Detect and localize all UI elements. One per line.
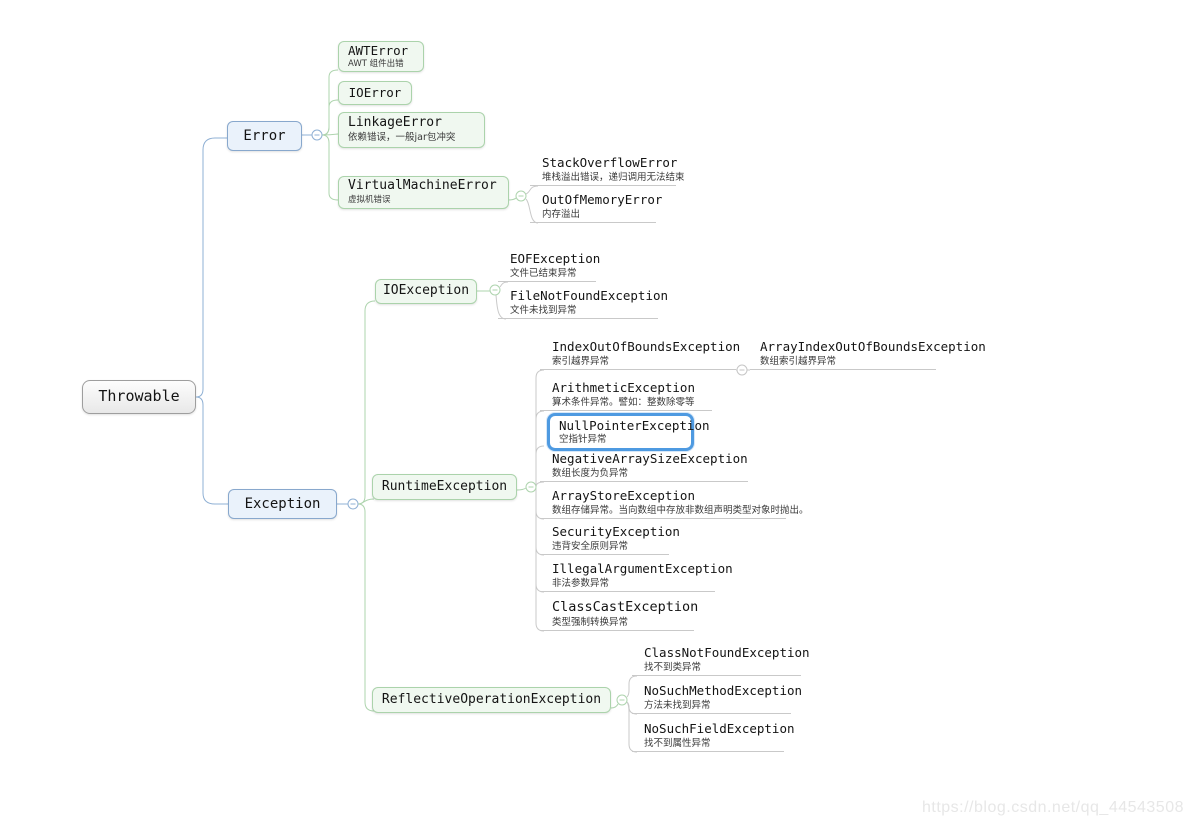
node-error-label: Error bbox=[243, 127, 286, 144]
node-exception-label: Exception bbox=[244, 495, 321, 512]
node-virtualmachineerror-label: VirtualMachineError bbox=[348, 178, 497, 194]
node-ioerror[interactable]: IOError bbox=[338, 81, 412, 105]
collapse-toggle-virtualmachineerror[interactable] bbox=[515, 190, 527, 202]
node-throwable[interactable]: Throwable bbox=[82, 380, 196, 414]
node-outofmemoryerror[interactable]: OutOfMemoryError 内存溢出 bbox=[530, 192, 663, 223]
node-filenotfoundexception-desc: 文件未找到异常 bbox=[510, 304, 577, 316]
node-classnotfoundexception-label: ClassNotFoundException bbox=[644, 645, 810, 661]
node-error[interactable]: Error bbox=[227, 121, 302, 151]
node-arrayindexoutofboundsexception[interactable]: ArrayIndexOutOfBoundsException 数组索引越界异常 bbox=[750, 339, 986, 370]
node-filenotfoundexception[interactable]: FileNotFoundException 文件未找到异常 bbox=[498, 288, 669, 319]
node-nosuchmethodexception-desc: 方法未找到异常 bbox=[644, 699, 711, 711]
node-awterror-desc: AWT 组件出错 bbox=[348, 59, 404, 70]
node-arrayindexoutofboundsexception-label: ArrayIndexOutOfBoundsException bbox=[760, 339, 986, 355]
node-linkageerror-desc: 依赖错误，一般jar包冲突 bbox=[348, 132, 456, 144]
node-arithmeticexception-label: ArithmeticException bbox=[552, 380, 695, 396]
node-runtimeexception[interactable]: RuntimeException bbox=[372, 474, 517, 500]
node-nosuchfieldexception[interactable]: NoSuchFieldException 找不到属性异常 bbox=[632, 721, 795, 752]
node-eofexception-label: EOFException bbox=[510, 251, 601, 267]
node-ioerror-label: IOError bbox=[348, 84, 402, 100]
node-nullpointerexception-label: NullPointerException bbox=[559, 417, 710, 433]
node-linkageerror-label: LinkageError bbox=[348, 115, 442, 131]
node-negativearraysizeexception-label: NegativeArraySizeException bbox=[552, 451, 748, 467]
node-nosuchfieldexception-label: NoSuchFieldException bbox=[644, 721, 795, 737]
node-linkageerror[interactable]: LinkageError 依赖错误，一般jar包冲突 bbox=[338, 112, 485, 148]
node-illegalargumentexception[interactable]: IllegalArgumentException 非法参数异常 bbox=[540, 561, 733, 592]
node-indexoutofboundsexception-label: IndexOutOfBoundsException bbox=[552, 339, 741, 355]
node-filenotfoundexception-label: FileNotFoundException bbox=[510, 288, 669, 304]
collapse-toggle-reflectiveoperationexception[interactable] bbox=[616, 694, 628, 706]
node-arrayindexoutofboundsexception-desc: 数组索引越界异常 bbox=[760, 355, 837, 367]
node-securityexception-desc: 违背安全原则异常 bbox=[552, 540, 629, 552]
node-nullpointerexception[interactable]: NullPointerException 空指针异常 bbox=[547, 413, 710, 451]
node-securityexception-label: SecurityException bbox=[552, 524, 680, 540]
collapse-toggle-indexoutofbounds[interactable] bbox=[736, 364, 748, 376]
node-indexoutofboundsexception-desc: 索引越界异常 bbox=[552, 355, 610, 367]
node-arithmeticexception[interactable]: ArithmeticException 算术条件异常。譬如：整数除零等 bbox=[540, 380, 712, 411]
node-classcastexception-label: ClassCastException bbox=[552, 599, 699, 616]
node-classnotfoundexception-desc: 找不到类异常 bbox=[644, 661, 702, 673]
node-illegalargumentexception-desc: 非法参数异常 bbox=[552, 577, 610, 589]
node-nosuchmethodexception[interactable]: NoSuchMethodException 方法未找到异常 bbox=[632, 683, 803, 714]
node-exception[interactable]: Exception bbox=[228, 489, 337, 519]
node-awterror-label: AWTError bbox=[348, 42, 409, 58]
collapse-toggle-exception[interactable] bbox=[347, 498, 359, 510]
node-nullpointerexception-desc: 空指针异常 bbox=[559, 433, 607, 445]
node-classcastexception-desc: 类型强制转换异常 bbox=[552, 616, 629, 628]
node-classnotfoundexception[interactable]: ClassNotFoundException 找不到类异常 bbox=[632, 645, 810, 676]
node-stackoverflowerror-label: StackOverflowError bbox=[542, 155, 678, 171]
node-throwable-label: Throwable bbox=[98, 387, 180, 406]
node-arraystoreexception-desc: 数组存储异常。当向数组中存放非数组声明类型对象时抛出。 bbox=[552, 504, 809, 516]
node-negativearraysizeexception[interactable]: NegativeArraySizeException 数组长度为负异常 bbox=[540, 451, 748, 482]
node-securityexception[interactable]: SecurityException 违背安全原则异常 bbox=[540, 524, 680, 555]
node-outofmemoryerror-desc: 内存溢出 bbox=[542, 208, 581, 220]
node-arraystoreexception-label: ArrayStoreException bbox=[552, 488, 695, 504]
node-runtimeexception-label: RuntimeException bbox=[381, 478, 508, 494]
node-negativearraysizeexception-desc: 数组长度为负异常 bbox=[552, 467, 629, 479]
node-nosuchfieldexception-desc: 找不到属性异常 bbox=[644, 737, 711, 749]
node-reflectiveoperationexception[interactable]: ReflectiveOperationException bbox=[372, 687, 611, 713]
node-outofmemoryerror-label: OutOfMemoryError bbox=[542, 192, 663, 208]
node-stackoverflowerror-desc: 堆栈溢出错误，递归调用无法结束 bbox=[542, 171, 685, 183]
node-stackoverflowerror[interactable]: StackOverflowError 堆栈溢出错误，递归调用无法结束 bbox=[530, 155, 685, 186]
node-virtualmachineerror-desc: 虚拟机错误 bbox=[348, 195, 391, 206]
node-reflectiveoperationexception-label: ReflectiveOperationException bbox=[381, 691, 602, 707]
node-indexoutofboundsexception[interactable]: IndexOutOfBoundsException 索引越界异常 bbox=[540, 339, 741, 370]
node-ioexception-label: IOException bbox=[382, 283, 470, 299]
collapse-toggle-runtimeexception[interactable] bbox=[525, 481, 537, 493]
node-arraystoreexception[interactable]: ArrayStoreException 数组存储异常。当向数组中存放非数组声明类… bbox=[540, 488, 809, 519]
node-arithmeticexception-desc: 算术条件异常。譬如：整数除零等 bbox=[552, 396, 695, 408]
node-illegalargumentexception-label: IllegalArgumentException bbox=[552, 561, 733, 577]
node-eofexception[interactable]: EOFException 文件已结束异常 bbox=[498, 251, 601, 282]
node-virtualmachineerror[interactable]: VirtualMachineError 虚拟机错误 bbox=[338, 176, 509, 209]
watermark: https://blog.csdn.net/qq_44543508 bbox=[921, 799, 1184, 816]
node-awterror[interactable]: AWTError AWT 组件出错 bbox=[338, 41, 424, 72]
collapse-toggle-error[interactable] bbox=[311, 129, 323, 141]
node-eofexception-desc: 文件已结束异常 bbox=[510, 267, 577, 279]
node-classcastexception[interactable]: ClassCastException 类型强制转换异常 bbox=[540, 599, 699, 631]
node-nosuchmethodexception-label: NoSuchMethodException bbox=[644, 683, 803, 699]
node-ioexception[interactable]: IOException bbox=[375, 279, 477, 304]
